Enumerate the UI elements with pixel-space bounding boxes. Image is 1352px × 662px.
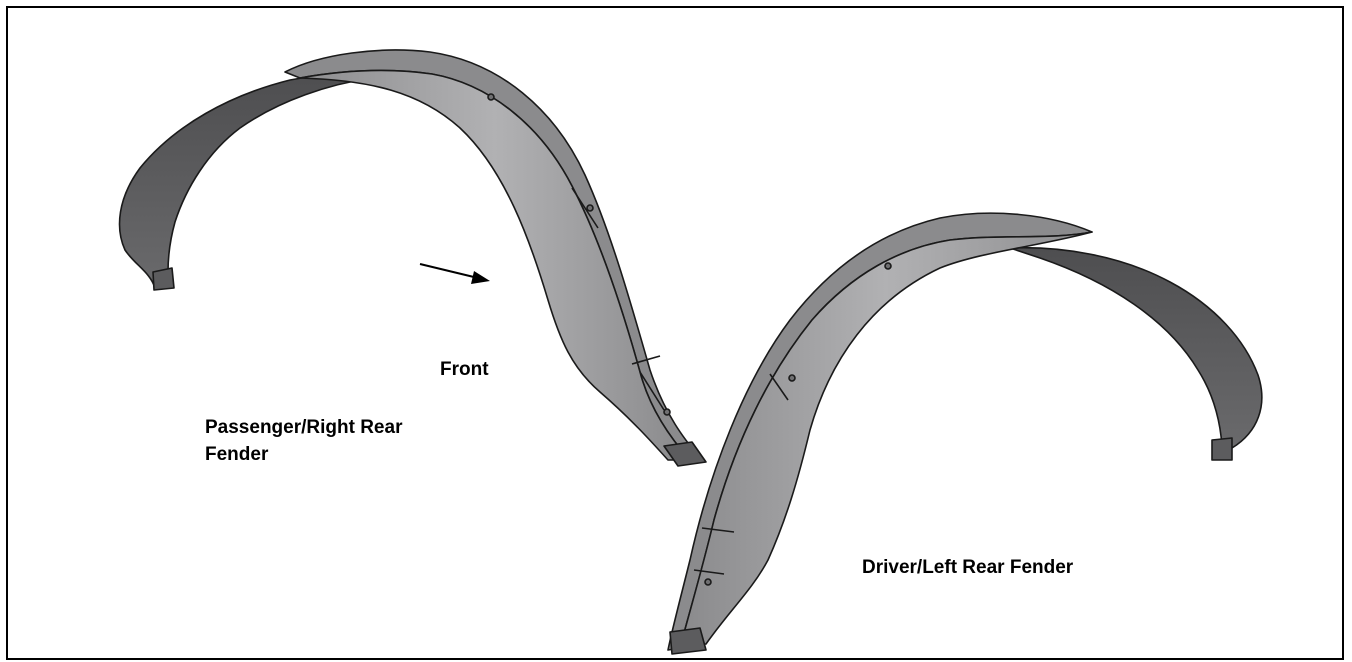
driver-fender-front-tab (669, 627, 707, 655)
front-arrow (419, 263, 490, 284)
driver-fender-rear-tab (1211, 437, 1233, 461)
passenger-fender-rear-panel (118, 74, 373, 289)
passenger-fender-rear-tab (152, 267, 175, 291)
driver-fender-seam-3 (693, 569, 725, 575)
driver-fender-seam-1 (769, 373, 789, 401)
passenger-fender-hole-2 (586, 204, 594, 212)
passenger-fender-hole-1 (487, 93, 495, 101)
passenger-fender-seam-1 (571, 187, 599, 229)
driver-fender-hole-1 (884, 262, 892, 270)
driver-fender-seam-2 (701, 527, 735, 533)
passenger-fender-inner-face (299, 69, 691, 461)
driver-fender-rear-panel (1009, 246, 1263, 449)
driver-fender-label: Driver/Left Rear Fender (862, 557, 1074, 578)
driver-fender-hole-3 (704, 578, 712, 586)
driver-left-rear-fender (667, 212, 1263, 655)
passenger-fender-front-tab (663, 441, 707, 467)
driver-fender-inner-face (679, 231, 1093, 649)
front-label: Front (440, 359, 489, 380)
passenger-fender-label: Passenger/Right Rear Fender (205, 417, 403, 465)
driver-fender-hole-2 (788, 374, 796, 382)
passenger-right-rear-fender (118, 49, 707, 467)
passenger-fender-seam-2 (631, 355, 661, 365)
passenger-fender-seam-3 (639, 371, 665, 411)
passenger-fender-hole-3 (663, 408, 671, 416)
